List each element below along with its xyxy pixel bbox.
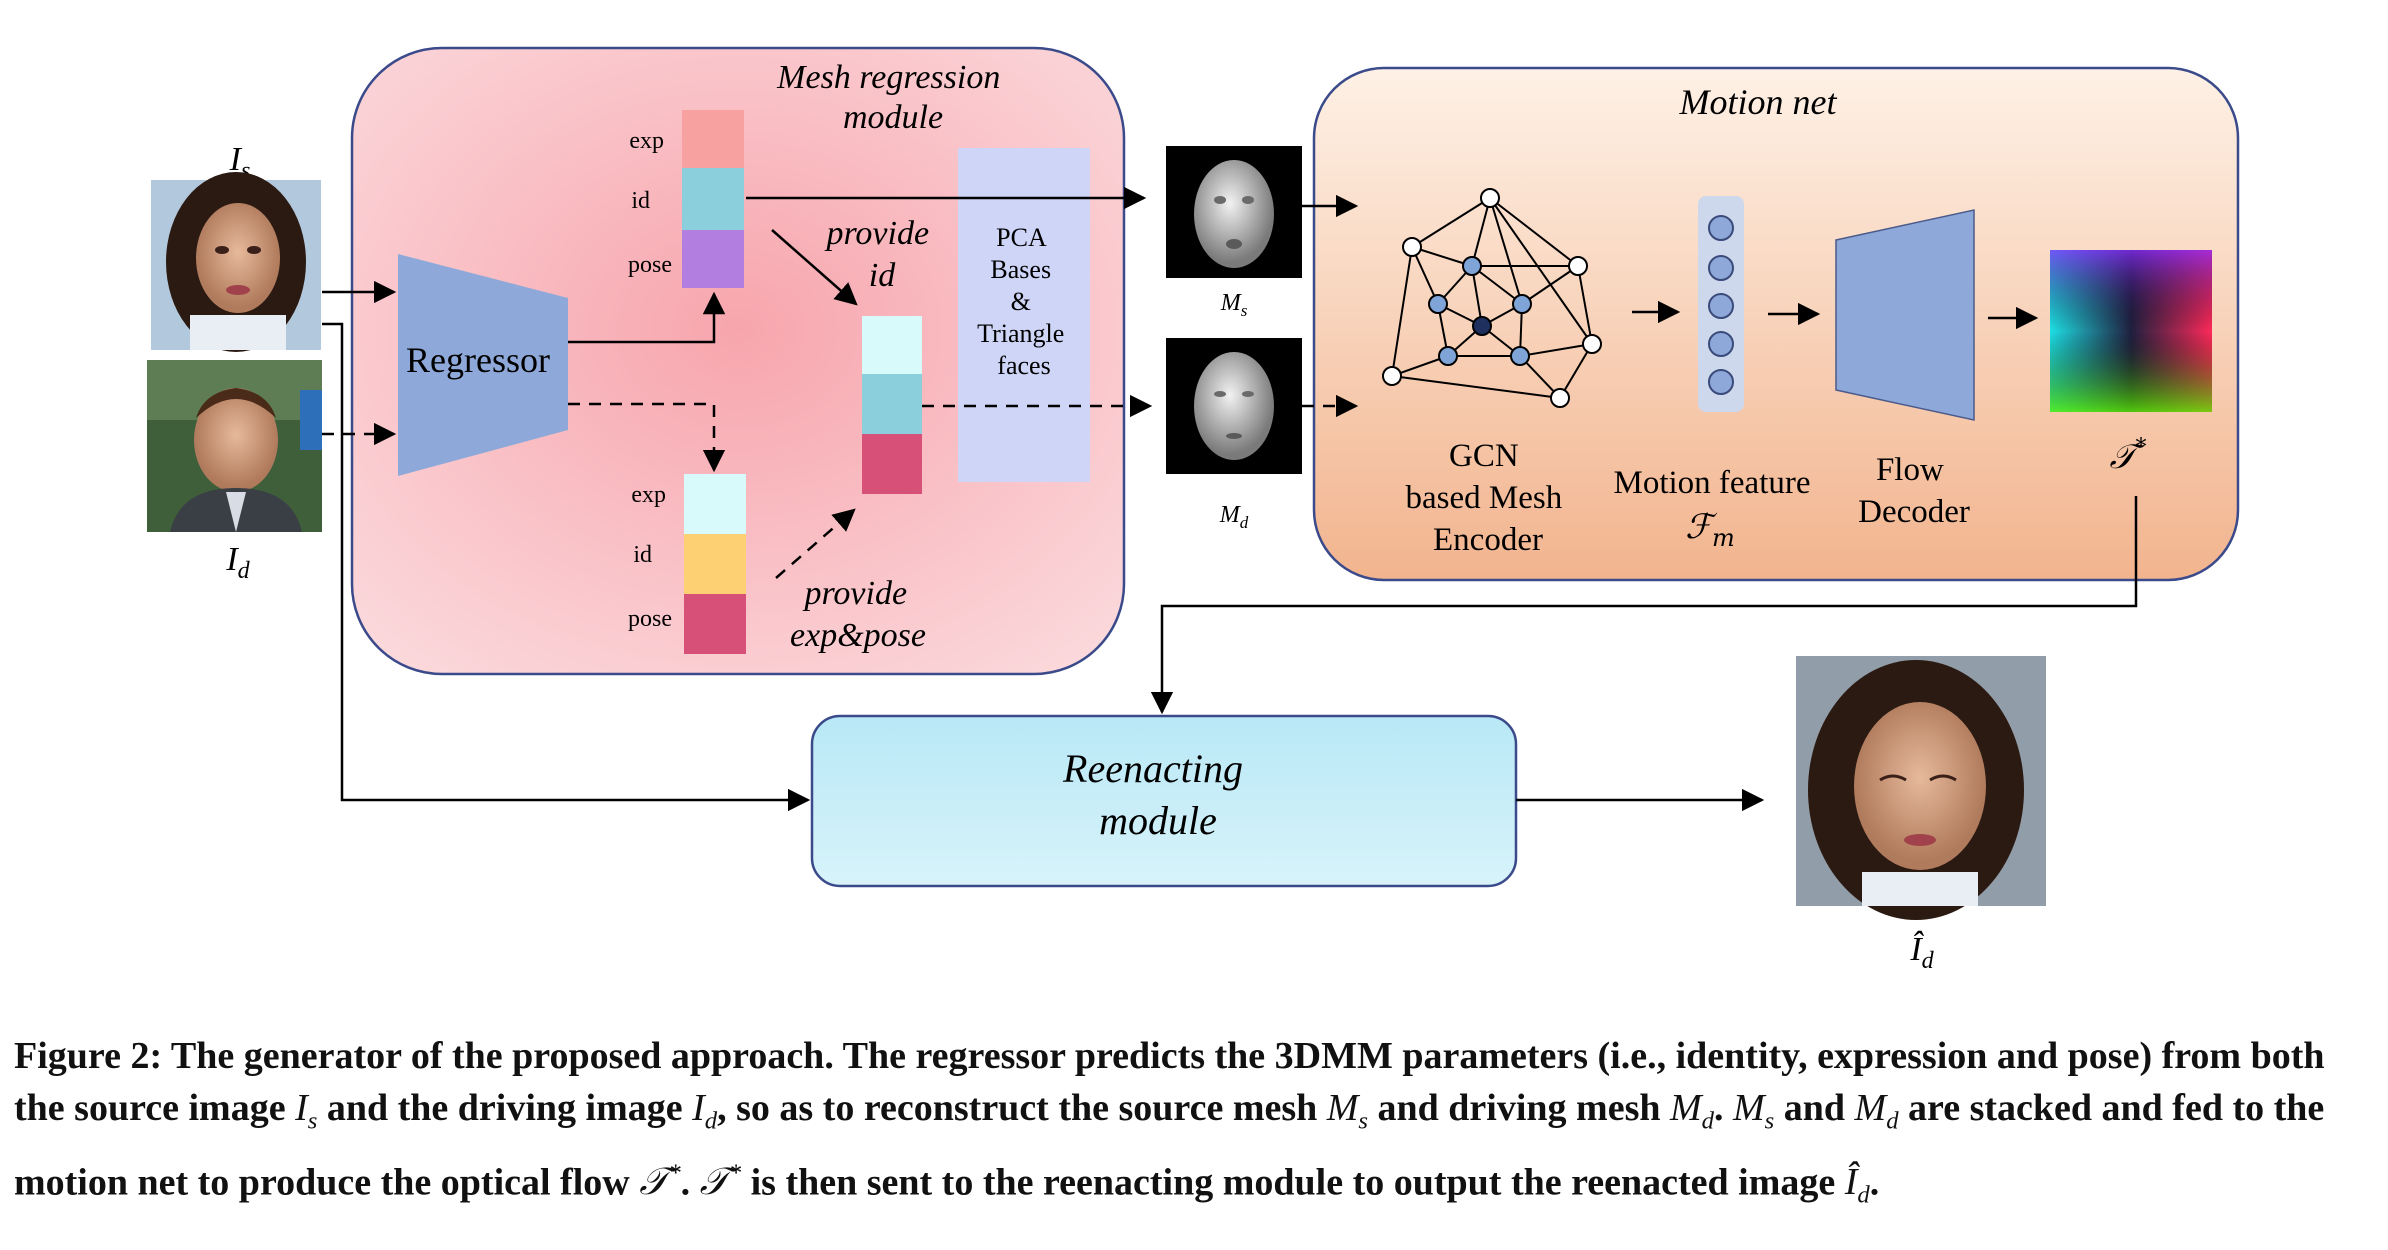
source-mesh-label: Ms <box>1220 290 1248 320</box>
regressor-block <box>398 254 568 476</box>
pca-bases-label: PCA Bases & Triangle faces <box>977 223 1071 380</box>
arrow-source-to-reenacting <box>322 322 811 812</box>
motion-net-module <box>1312 66 2240 582</box>
arrow-regressor-to-top-vector <box>568 291 726 344</box>
provide-id-label: provide id <box>824 215 937 294</box>
driving-image <box>147 360 322 532</box>
source-mesh-image <box>1166 146 1302 278</box>
figure-caption: Figure 2: The generator of the proposed … <box>14 1035 2325 1209</box>
pca-bases-block <box>958 148 1090 482</box>
top-exp-label: exp <box>629 128 664 154</box>
reenacting-module-label: Reenacting module <box>1062 746 1253 843</box>
bottom-exp-label: exp <box>631 482 666 508</box>
bottom-parameter-vector <box>684 474 746 654</box>
gcn-graph-icon <box>1382 188 1602 408</box>
source-image-label: Is <box>229 141 251 184</box>
bottom-id-label: id <box>633 542 652 568</box>
driving-mesh-label: Md <box>1219 502 1249 532</box>
arrow-provide-id <box>771 229 858 306</box>
driving-mesh-image <box>1166 338 1302 474</box>
output-image <box>1796 656 2046 920</box>
source-image <box>151 172 321 352</box>
gcn-encoder-label: GCN based Mesh Encoder <box>1406 438 1571 558</box>
output-image-label: Îd <box>1909 931 1934 974</box>
arrow-provide-exp-pose <box>775 508 856 579</box>
driving-image-label: Id <box>225 541 250 584</box>
mesh-regression-title: Mesh regression module <box>776 59 1009 136</box>
motion-feature-label: Motion feature <box>1613 465 1810 501</box>
provide-exp-pose-label: provide exp&pose <box>790 575 926 654</box>
optical-flow-map <box>2050 250 2212 412</box>
motion-net-title: Motion net <box>1679 82 1838 122</box>
flow-decoder-label: Flow Decoder <box>1858 452 1970 530</box>
flow-decoder-block <box>1835 209 1975 421</box>
bottom-pose-label: pose <box>628 606 672 632</box>
arrow-regressor-to-bottom-vector <box>568 402 726 473</box>
connectors <box>322 186 2138 812</box>
mesh-regression-module <box>350 46 1126 676</box>
combined-parameter-vector <box>862 316 922 494</box>
arrow-flow-to-reenacting <box>1150 496 2138 715</box>
top-id-label: id <box>631 188 650 214</box>
top-pose-label: pose <box>628 252 672 278</box>
motion-feature-symbol: ℱm <box>1685 507 1735 552</box>
motion-feature-nodes <box>1708 215 1734 395</box>
top-parameter-vector <box>682 110 744 288</box>
regressor-label: Regressor <box>406 340 550 380</box>
